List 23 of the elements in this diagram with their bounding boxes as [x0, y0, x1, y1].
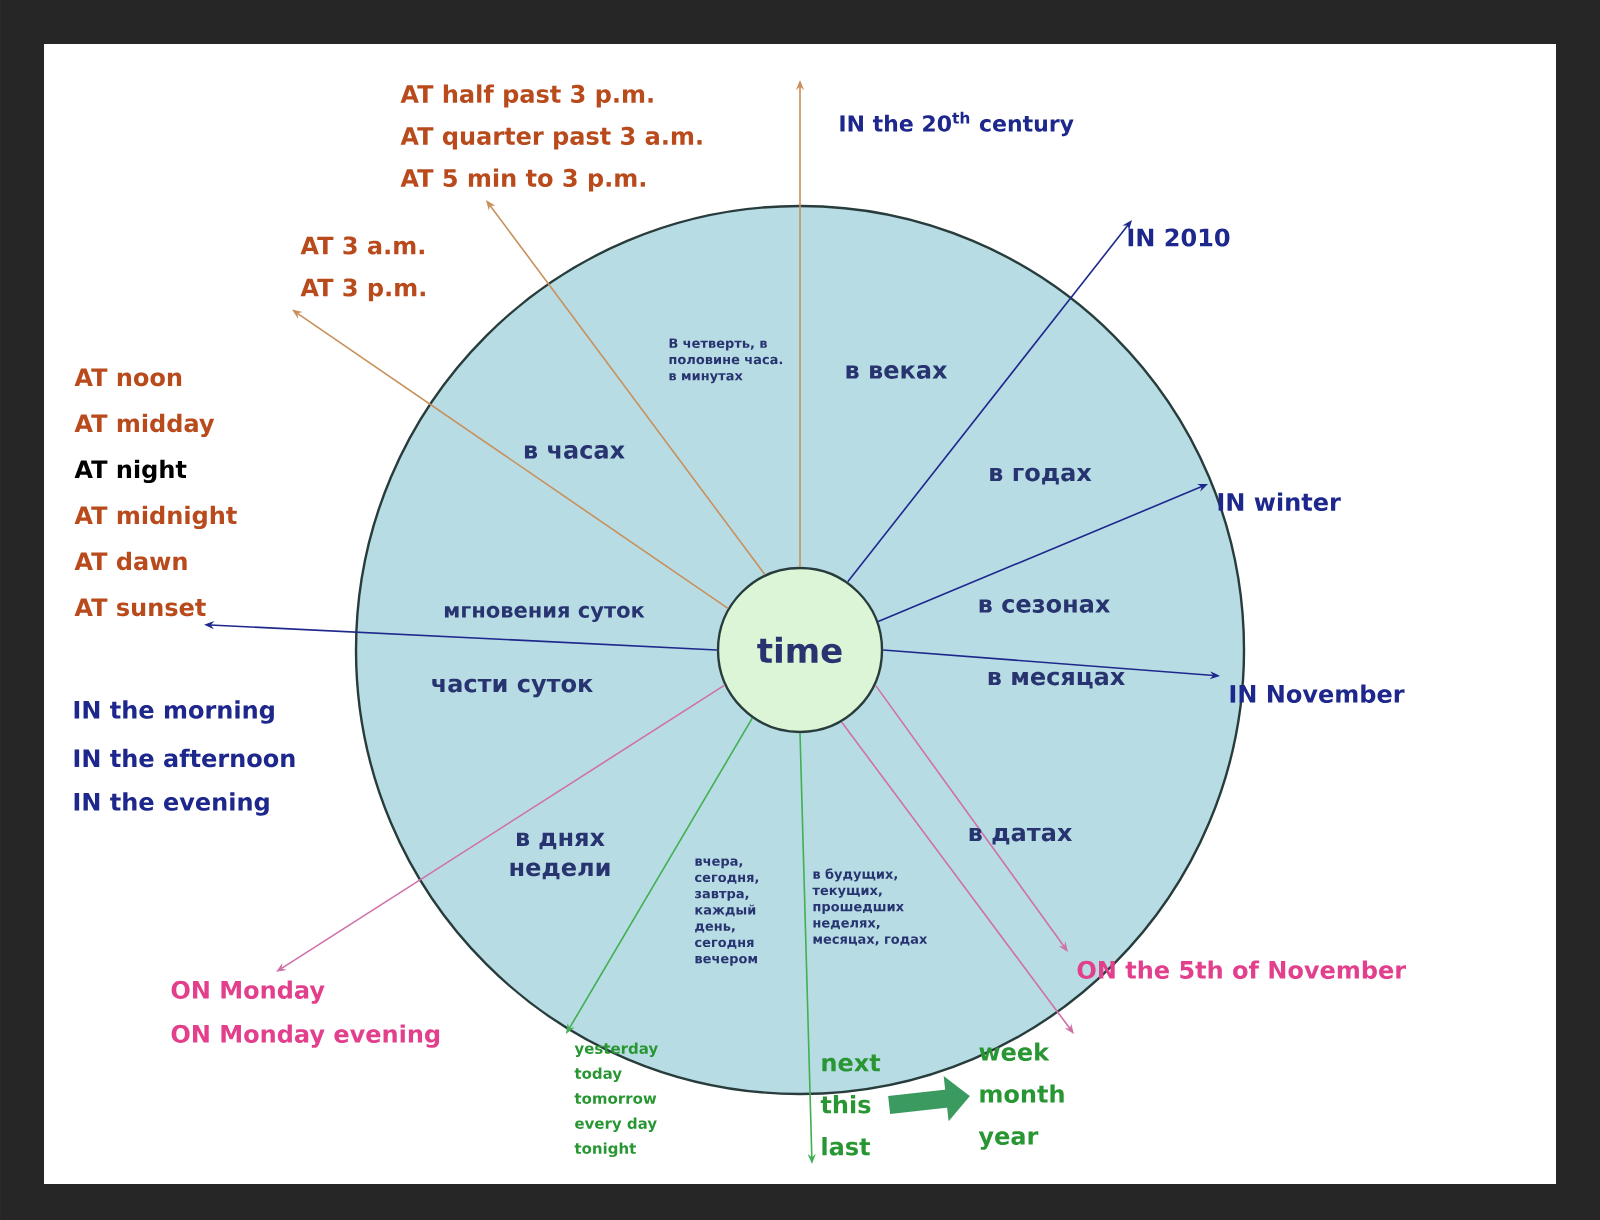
phrase-label: IN 2010 [1128, 228, 1230, 247]
phrase-list: AT noon AT midday AT night AT midnight AT dawn AT sunset [74, 368, 237, 617]
sector-label: мгновения суток [444, 605, 645, 623]
phrase-label: IN the 20$^{th}$ century [840, 111, 1074, 137]
phrase-list: ON Monday ON Monday evening [171, 980, 440, 1048]
word-list: next this last [820, 1054, 881, 1156]
arrow [486, 200, 766, 576]
sector-label: в сезонах [979, 599, 1110, 613]
sector-label: в часах [524, 445, 625, 459]
arrow [846, 220, 1132, 583]
sector-label: в датах [969, 827, 1073, 845]
arrow [874, 684, 1068, 952]
sector-label: части суток [432, 678, 593, 698]
arrow [840, 721, 1074, 1034]
phrase-label: IN the morning [74, 700, 274, 724]
phrase-list: AT half past 3 p.m. AT quarter past 3 a.m. AT 5 min to 3 p.m. [400, 84, 702, 192]
phrase-label: IN the afternoon [74, 748, 295, 768]
sector-label: в веках [846, 365, 948, 379]
sector-label: в днях недели [510, 832, 610, 880]
sector-label: в месяцах [988, 671, 1125, 689]
phrase-label: IN the evening [74, 792, 269, 816]
phrase-list: AT 3 a.m. AT 3 p.m. [300, 236, 425, 302]
sector-label: в годах [990, 467, 1092, 485]
